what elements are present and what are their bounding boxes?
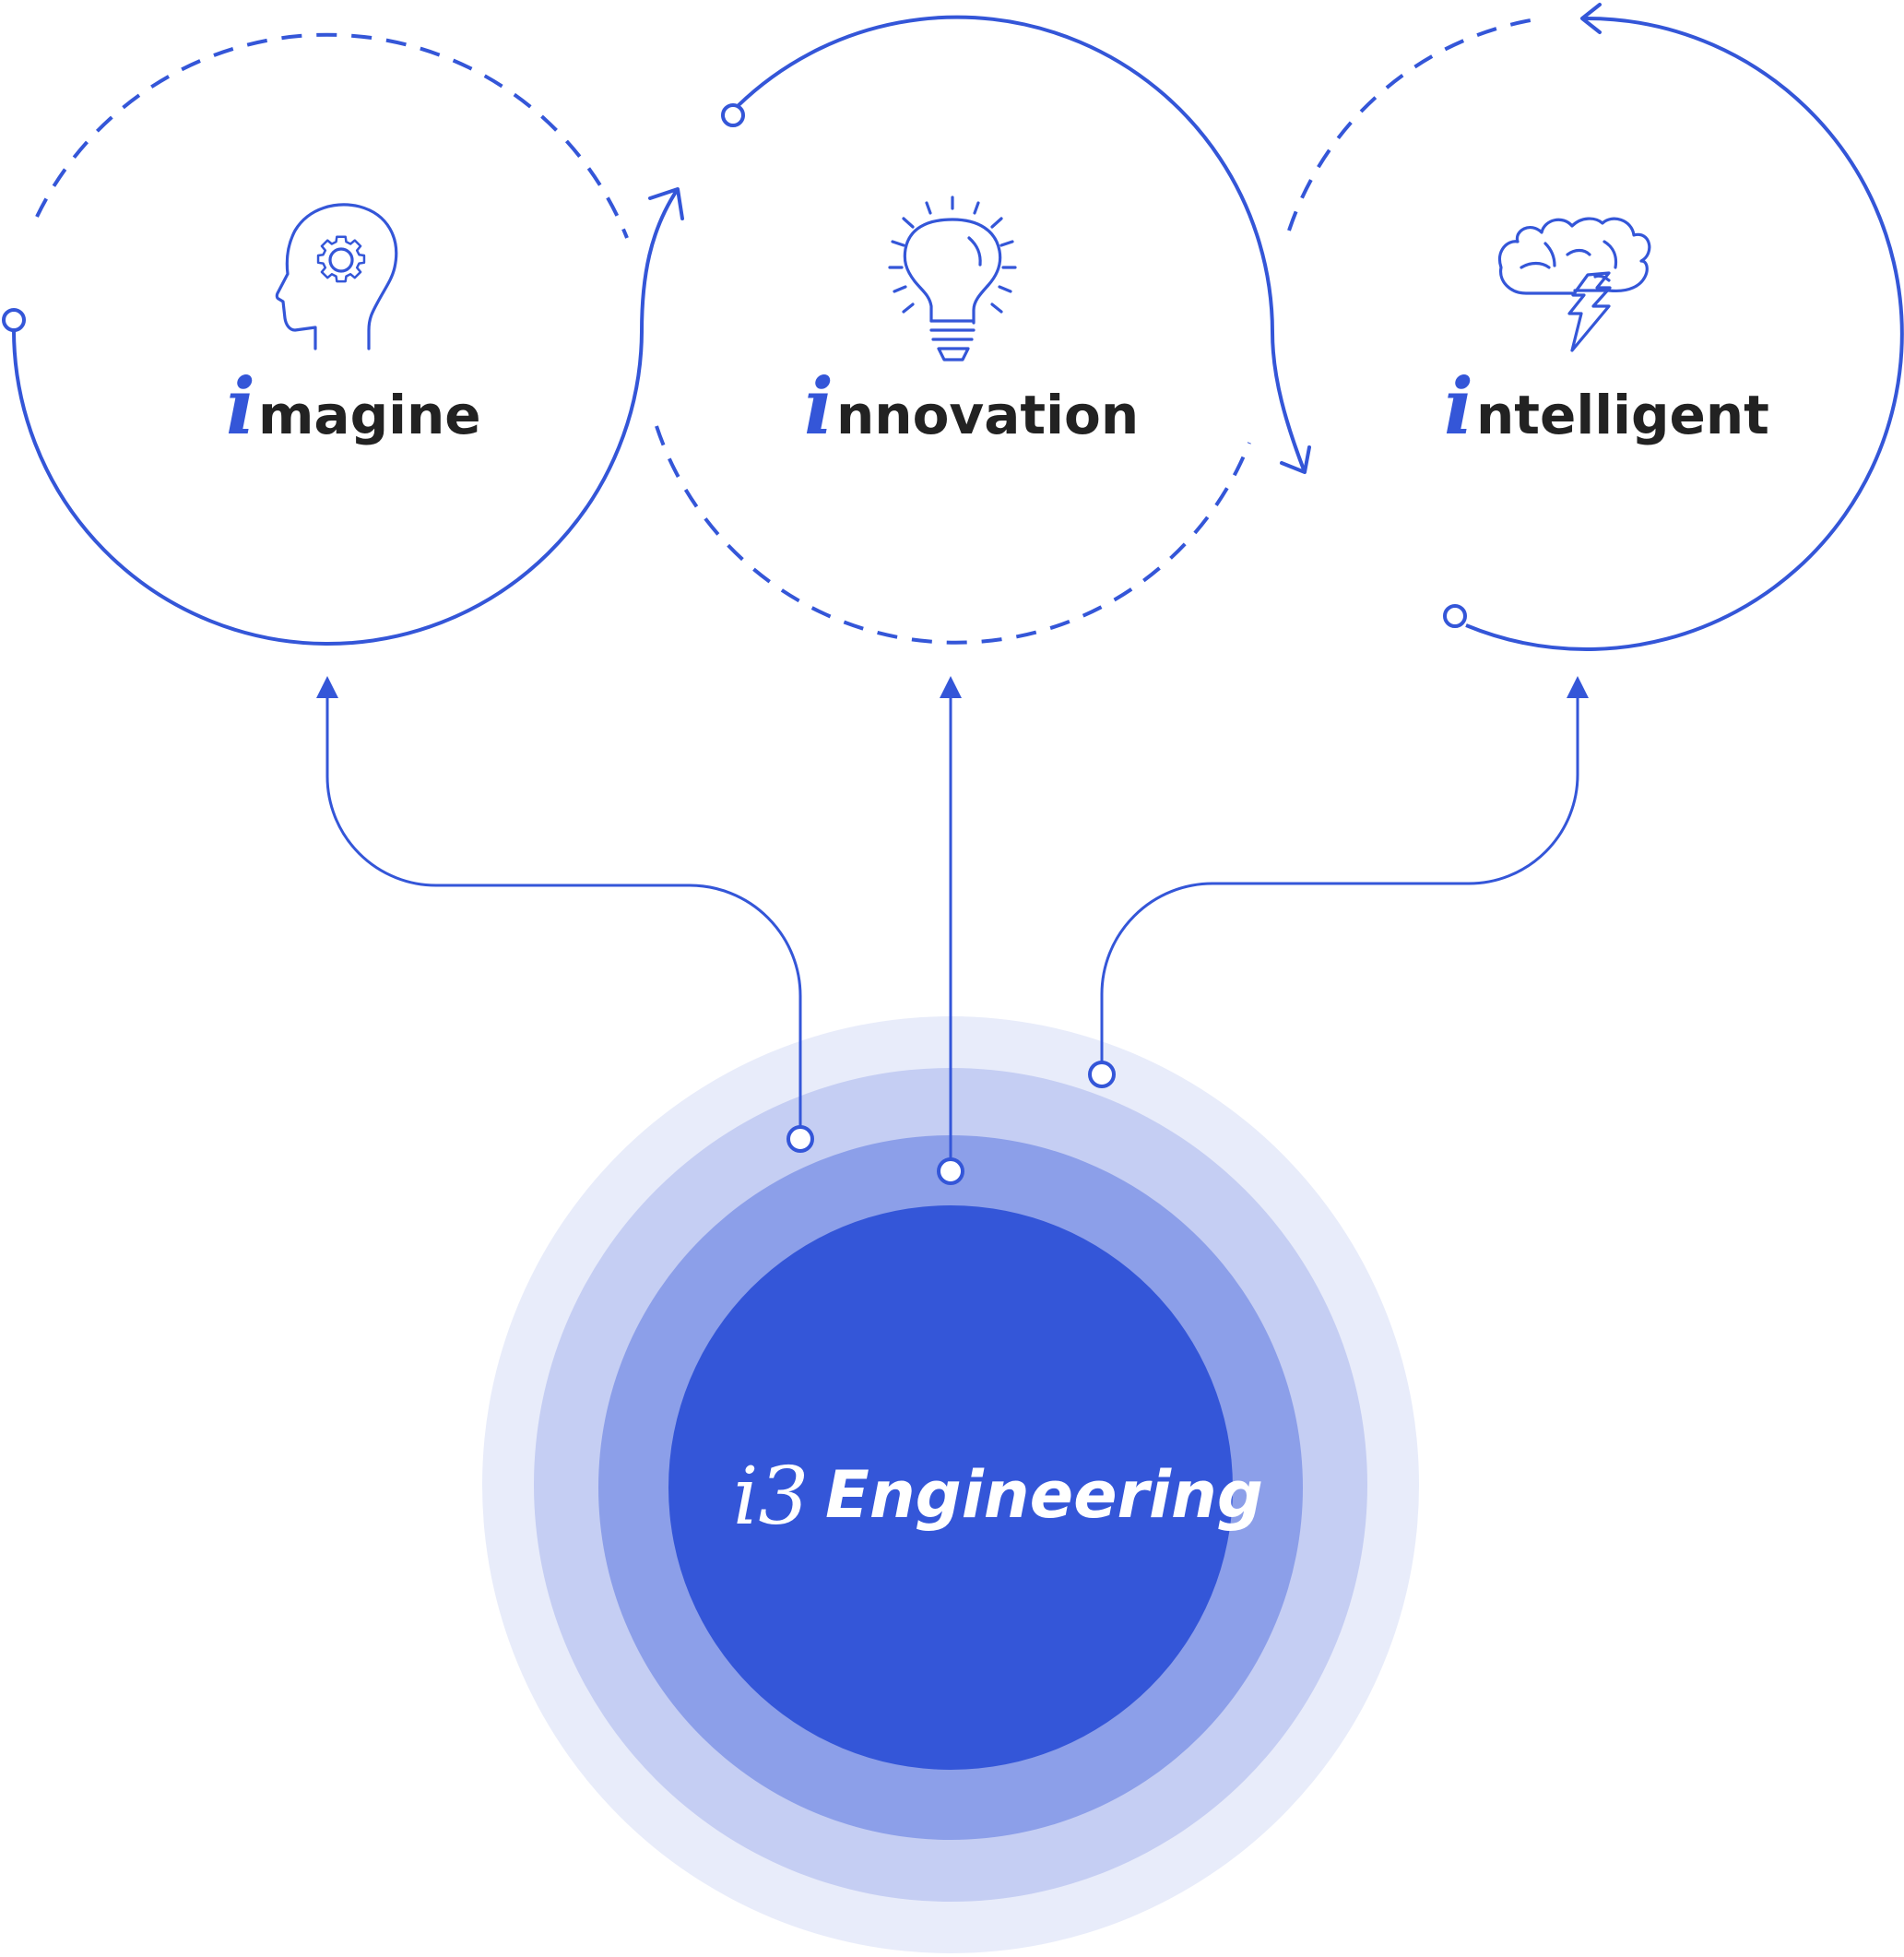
center-label: i3 Engineering <box>733 1451 1263 1543</box>
intelligent-arrowhead <box>1580 3 1602 34</box>
imagine-start-node <box>2 308 26 332</box>
label-innovation: i nnovation <box>804 361 1139 452</box>
imagine-arrowhead <box>648 187 684 220</box>
label-intelligent-letter: i <box>1444 361 1473 452</box>
label-imagine-letter: i <box>226 361 255 452</box>
label-imagine-rest: magine <box>258 384 481 446</box>
connector-node-intelligent <box>1088 1061 1116 1088</box>
head-gear-icon <box>275 203 398 350</box>
label-intelligent-rest: ntelligent <box>1476 384 1769 446</box>
label-innovation-letter: i <box>804 361 834 452</box>
imagine-dashed-arc <box>35 32 629 239</box>
innovation-dashed-arc <box>655 425 1251 645</box>
lightbulb-icon <box>888 196 1017 362</box>
connectors <box>316 676 1589 1164</box>
label-imagine: i magine <box>226 361 481 452</box>
intelligent-start-node <box>1443 604 1467 628</box>
center-title: Engineering <box>825 1457 1263 1533</box>
circle-innovation <box>655 15 1311 645</box>
innovation-solid-arc <box>736 15 1307 473</box>
circle-imagine <box>2 32 684 646</box>
innovation-start-node <box>721 103 745 127</box>
ring-core <box>668 1205 1233 1770</box>
connector-nodes <box>786 1061 1116 1185</box>
circle-intelligent <box>1287 3 1904 651</box>
intelligent-solid-arc <box>1465 16 1904 651</box>
connector-node-imagine <box>786 1125 814 1153</box>
connector-node-innovation <box>937 1157 964 1185</box>
center-rings <box>482 1016 1419 1953</box>
brain-lightning-icon <box>1498 217 1651 352</box>
imagine-solid-arc <box>11 187 680 646</box>
connector-intelligent <box>1100 676 1589 1070</box>
label-innovation-rest: nnovation <box>836 384 1139 446</box>
connector-imagine <box>316 676 802 1134</box>
brand-mark: i3 <box>733 1451 809 1543</box>
intelligent-dashed-arc <box>1287 18 1531 231</box>
label-intelligent: i ntelligent <box>1444 361 1769 452</box>
innovation-arrowhead <box>1280 445 1311 474</box>
